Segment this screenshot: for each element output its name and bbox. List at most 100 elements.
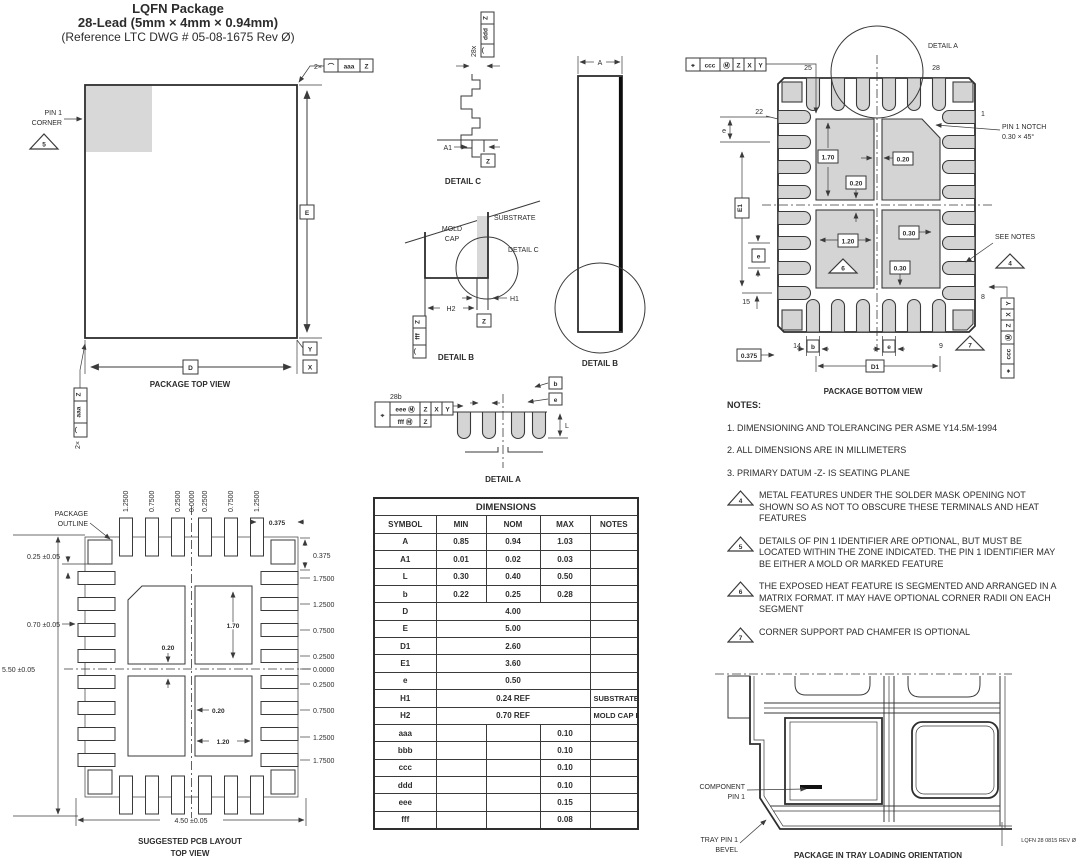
detail-c-ref-label: DETAIL C bbox=[508, 247, 539, 254]
svg-text:2×: 2× bbox=[75, 441, 82, 449]
svg-text:ccc: ccc bbox=[1006, 348, 1013, 359]
note-triangle-icon bbox=[28, 133, 60, 150]
pin-number: 28 bbox=[932, 65, 940, 72]
svg-text:7: 7 bbox=[739, 635, 743, 642]
table-header-row: SYMBOL MIN NOM MAX NOTES bbox=[373, 515, 639, 534]
position-symbol-icon: ⌖ bbox=[690, 63, 695, 70]
svg-text:b: b bbox=[811, 344, 815, 351]
svg-text:1.70: 1.70 bbox=[227, 623, 240, 630]
pin-number: 25 bbox=[804, 65, 812, 72]
top-view-caption: PACKAGE TOP VIEW bbox=[150, 380, 231, 389]
svg-text:X: X bbox=[1006, 312, 1013, 317]
svg-text:6: 6 bbox=[739, 589, 743, 596]
pcb-caption: SUGGESTED PCB LAYOUT bbox=[138, 837, 242, 846]
dim-D-label: D bbox=[188, 365, 193, 372]
svg-text:0.0000: 0.0000 bbox=[189, 490, 196, 512]
pcb-pads bbox=[77, 517, 299, 815]
svg-text:E1: E1 bbox=[737, 204, 744, 212]
svg-text:4.50 ±0.05: 4.50 ±0.05 bbox=[174, 818, 207, 825]
svg-text:0.20: 0.20 bbox=[897, 157, 910, 164]
svg-text:TOP VIEW: TOP VIEW bbox=[171, 849, 210, 858]
profile-symbol-icon: ⌒ bbox=[74, 426, 83, 434]
position-symbol-icon: ⌖ bbox=[380, 413, 385, 420]
svg-text:eee Ⓜ: eee Ⓜ bbox=[395, 405, 415, 414]
svg-text:e: e bbox=[887, 344, 891, 351]
svg-text:0.25 ±0.05: 0.25 ±0.05 bbox=[27, 554, 60, 561]
tray-caption: PACKAGE IN TRAY LOADING ORIENTATION bbox=[794, 851, 962, 860]
drawing-rev-label: LQFN 28 0815 REV Ø bbox=[1021, 838, 1076, 844]
svg-text:Z: Z bbox=[482, 319, 486, 326]
svg-text:0.7500: 0.7500 bbox=[313, 628, 335, 635]
svg-text:5.50 ±0.05: 5.50 ±0.05 bbox=[2, 667, 35, 674]
pin-number: 8 bbox=[981, 294, 985, 301]
component-pin1-label: COMPONENT bbox=[700, 784, 746, 791]
svg-text:CAP: CAP bbox=[445, 236, 460, 243]
notes-heading: NOTES: bbox=[727, 400, 762, 410]
svg-text:e: e bbox=[722, 128, 726, 135]
svg-text:aaa: aaa bbox=[76, 406, 83, 417]
lead-qty-label: 28b bbox=[390, 394, 402, 401]
note-2: 2. ALL DIMENSIONS ARE IN MILLIMETERS bbox=[727, 445, 907, 455]
package-side-view: A DETAIL B bbox=[554, 56, 646, 368]
svg-text:1.2500: 1.2500 bbox=[313, 735, 335, 742]
svg-text:1.70: 1.70 bbox=[822, 155, 835, 162]
svg-text:e: e bbox=[757, 254, 761, 261]
note-triangle-icon: 5 bbox=[726, 535, 755, 556]
svg-text:Z: Z bbox=[365, 64, 369, 71]
svg-text:1.2500: 1.2500 bbox=[123, 490, 130, 512]
pin1-corner-label: PIN 1 bbox=[44, 110, 62, 117]
svg-text:1.7500: 1.7500 bbox=[313, 758, 335, 765]
pin-number: 22 bbox=[755, 109, 763, 116]
bottom-view-caption: PACKAGE BOTTOM VIEW bbox=[824, 387, 923, 396]
profile-symbol-icon: ⌒ bbox=[481, 47, 490, 55]
svg-text:0.375: 0.375 bbox=[741, 353, 758, 360]
note-5: 5 DETAILS OF PIN 1 IDENTIFIER ARE OPTION… bbox=[726, 535, 1061, 571]
dim-E-label: E bbox=[305, 210, 310, 217]
svg-text:0.20: 0.20 bbox=[850, 181, 863, 188]
dim-H2-label: H2 bbox=[447, 306, 456, 313]
svg-text:1.2500: 1.2500 bbox=[254, 490, 261, 512]
svg-text:0.20: 0.20 bbox=[212, 708, 225, 715]
svg-text:BEVEL: BEVEL bbox=[715, 847, 738, 854]
svg-text:0.375: 0.375 bbox=[313, 553, 331, 560]
svg-text:5: 5 bbox=[42, 142, 46, 149]
svg-text:Y: Y bbox=[445, 407, 450, 414]
mold-cap-label: MOLD bbox=[442, 226, 462, 233]
pin-number: 15 bbox=[742, 299, 750, 306]
detail-b-ref-caption: DETAIL B bbox=[582, 359, 618, 368]
pin1-notch-label: PIN 1 NOTCH bbox=[1002, 124, 1046, 131]
datum-X-label: X bbox=[308, 365, 313, 372]
svg-text:0.20: 0.20 bbox=[162, 645, 175, 652]
svg-text:7: 7 bbox=[968, 343, 972, 350]
svg-text:0.2500: 0.2500 bbox=[313, 654, 335, 661]
svg-text:0.2500: 0.2500 bbox=[202, 490, 209, 512]
svg-text:aaa: aaa bbox=[344, 64, 355, 71]
svg-text:Z: Z bbox=[76, 392, 83, 396]
svg-text:4: 4 bbox=[1008, 261, 1012, 268]
dim-b-label: b bbox=[554, 381, 558, 388]
pcb-layout-view: 1.2500 0.7500 0.2500 0.0000 0.2500 0.750… bbox=[2, 490, 335, 858]
svg-text:1.2500: 1.2500 bbox=[313, 602, 335, 609]
dim-A-label: A bbox=[598, 60, 603, 67]
svg-text:Ⓜ: Ⓜ bbox=[1004, 334, 1013, 341]
package-outline-label: PACKAGE bbox=[55, 511, 89, 518]
svg-text:PIN 1: PIN 1 bbox=[727, 794, 745, 801]
svg-text:Z: Z bbox=[737, 63, 741, 70]
svg-text:fff: fff bbox=[415, 332, 422, 339]
tray-view: COMPONENT PIN 1 TRAY PIN 1 BEVEL LQFN 28… bbox=[700, 673, 1077, 860]
svg-text:0.70 ±0.05: 0.70 ±0.05 bbox=[27, 622, 60, 629]
detail-c-view: Z ddd ⌒ 28x A1 Z DETAIL C bbox=[437, 11, 500, 186]
profile-symbol-icon: ⌒ bbox=[327, 62, 335, 71]
svg-text:1.7500: 1.7500 bbox=[313, 576, 335, 583]
svg-text:4: 4 bbox=[739, 498, 743, 505]
